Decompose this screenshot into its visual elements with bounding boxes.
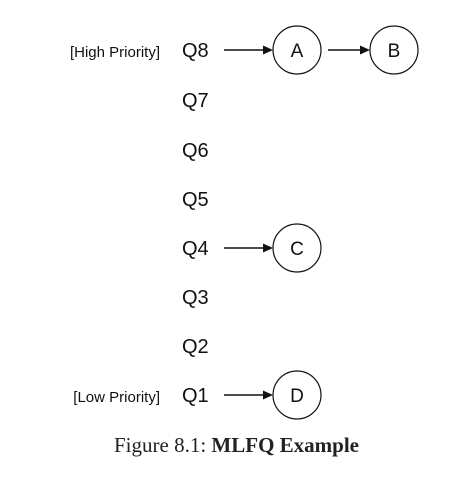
queue-label-q1: Q1 [182,385,209,407]
arrow-q1-1 [224,390,273,400]
job-node-c [272,223,322,273]
caption-prefix: Figure 8.1: [114,433,212,457]
arrow-q8-2 [328,45,370,55]
job-node-a [272,25,322,75]
low-priority-label: [Low Priority] [73,389,160,406]
job-label-a: A [291,41,304,62]
caption-title: MLFQ Example [211,433,359,457]
queue-label-q7: Q7 [182,90,209,112]
job-node-d [272,370,322,420]
high-priority-label: [High Priority] [70,44,160,61]
arrow-q8-1 [224,45,273,55]
queue-label-q2: Q2 [182,336,209,358]
queue-label-q4: Q4 [182,238,209,260]
queue-label-q6: Q6 [182,140,209,162]
queue-label-q5: Q5 [182,189,209,211]
queue-label-q3: Q3 [182,287,209,309]
job-node-b [369,25,419,75]
arrow-q4-1 [224,243,273,253]
job-label-c: C [290,239,304,260]
figure-caption: Figure 8.1: MLFQ Example [0,433,473,458]
job-label-b: B [388,41,401,62]
job-label-d: D [290,386,304,407]
queue-label-q8: Q8 [182,40,209,62]
